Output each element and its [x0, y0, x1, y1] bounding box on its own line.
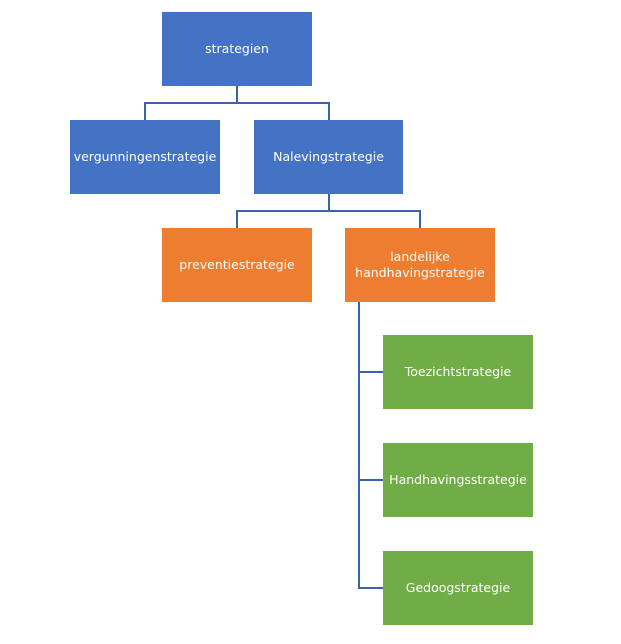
node-handhavingsstrategie: Handhavingsstrategie [383, 443, 533, 517]
node-label: preventiestrategie [179, 257, 295, 272]
node-strategien: strategien [162, 12, 312, 86]
node-gedoogstrategie: Gedoogstrategie [383, 551, 533, 625]
node-nalevingstrategie: Nalevingstrategie [254, 120, 403, 194]
node-landelijke-handhavingstrategie: landelijke handhavingstrategie [345, 228, 495, 302]
node-label: landelijke handhavingstrategie [355, 249, 485, 280]
node-label: strategien [205, 41, 269, 56]
node-label: vergunningenstrategie [73, 149, 217, 164]
node-vergunningenstrategie: vergunningenstrategie [70, 120, 220, 194]
node-label: Toezichtstrategie [404, 364, 512, 379]
node-label: Handhavingsstrategie [389, 472, 527, 487]
node-label: Nalevingstrategie [273, 149, 384, 164]
node-toezichtstrategie: Toezichtstrategie [383, 335, 533, 409]
node-preventiestrategie: preventiestrategie [162, 228, 312, 302]
node-label: Gedoogstrategie [405, 580, 511, 595]
